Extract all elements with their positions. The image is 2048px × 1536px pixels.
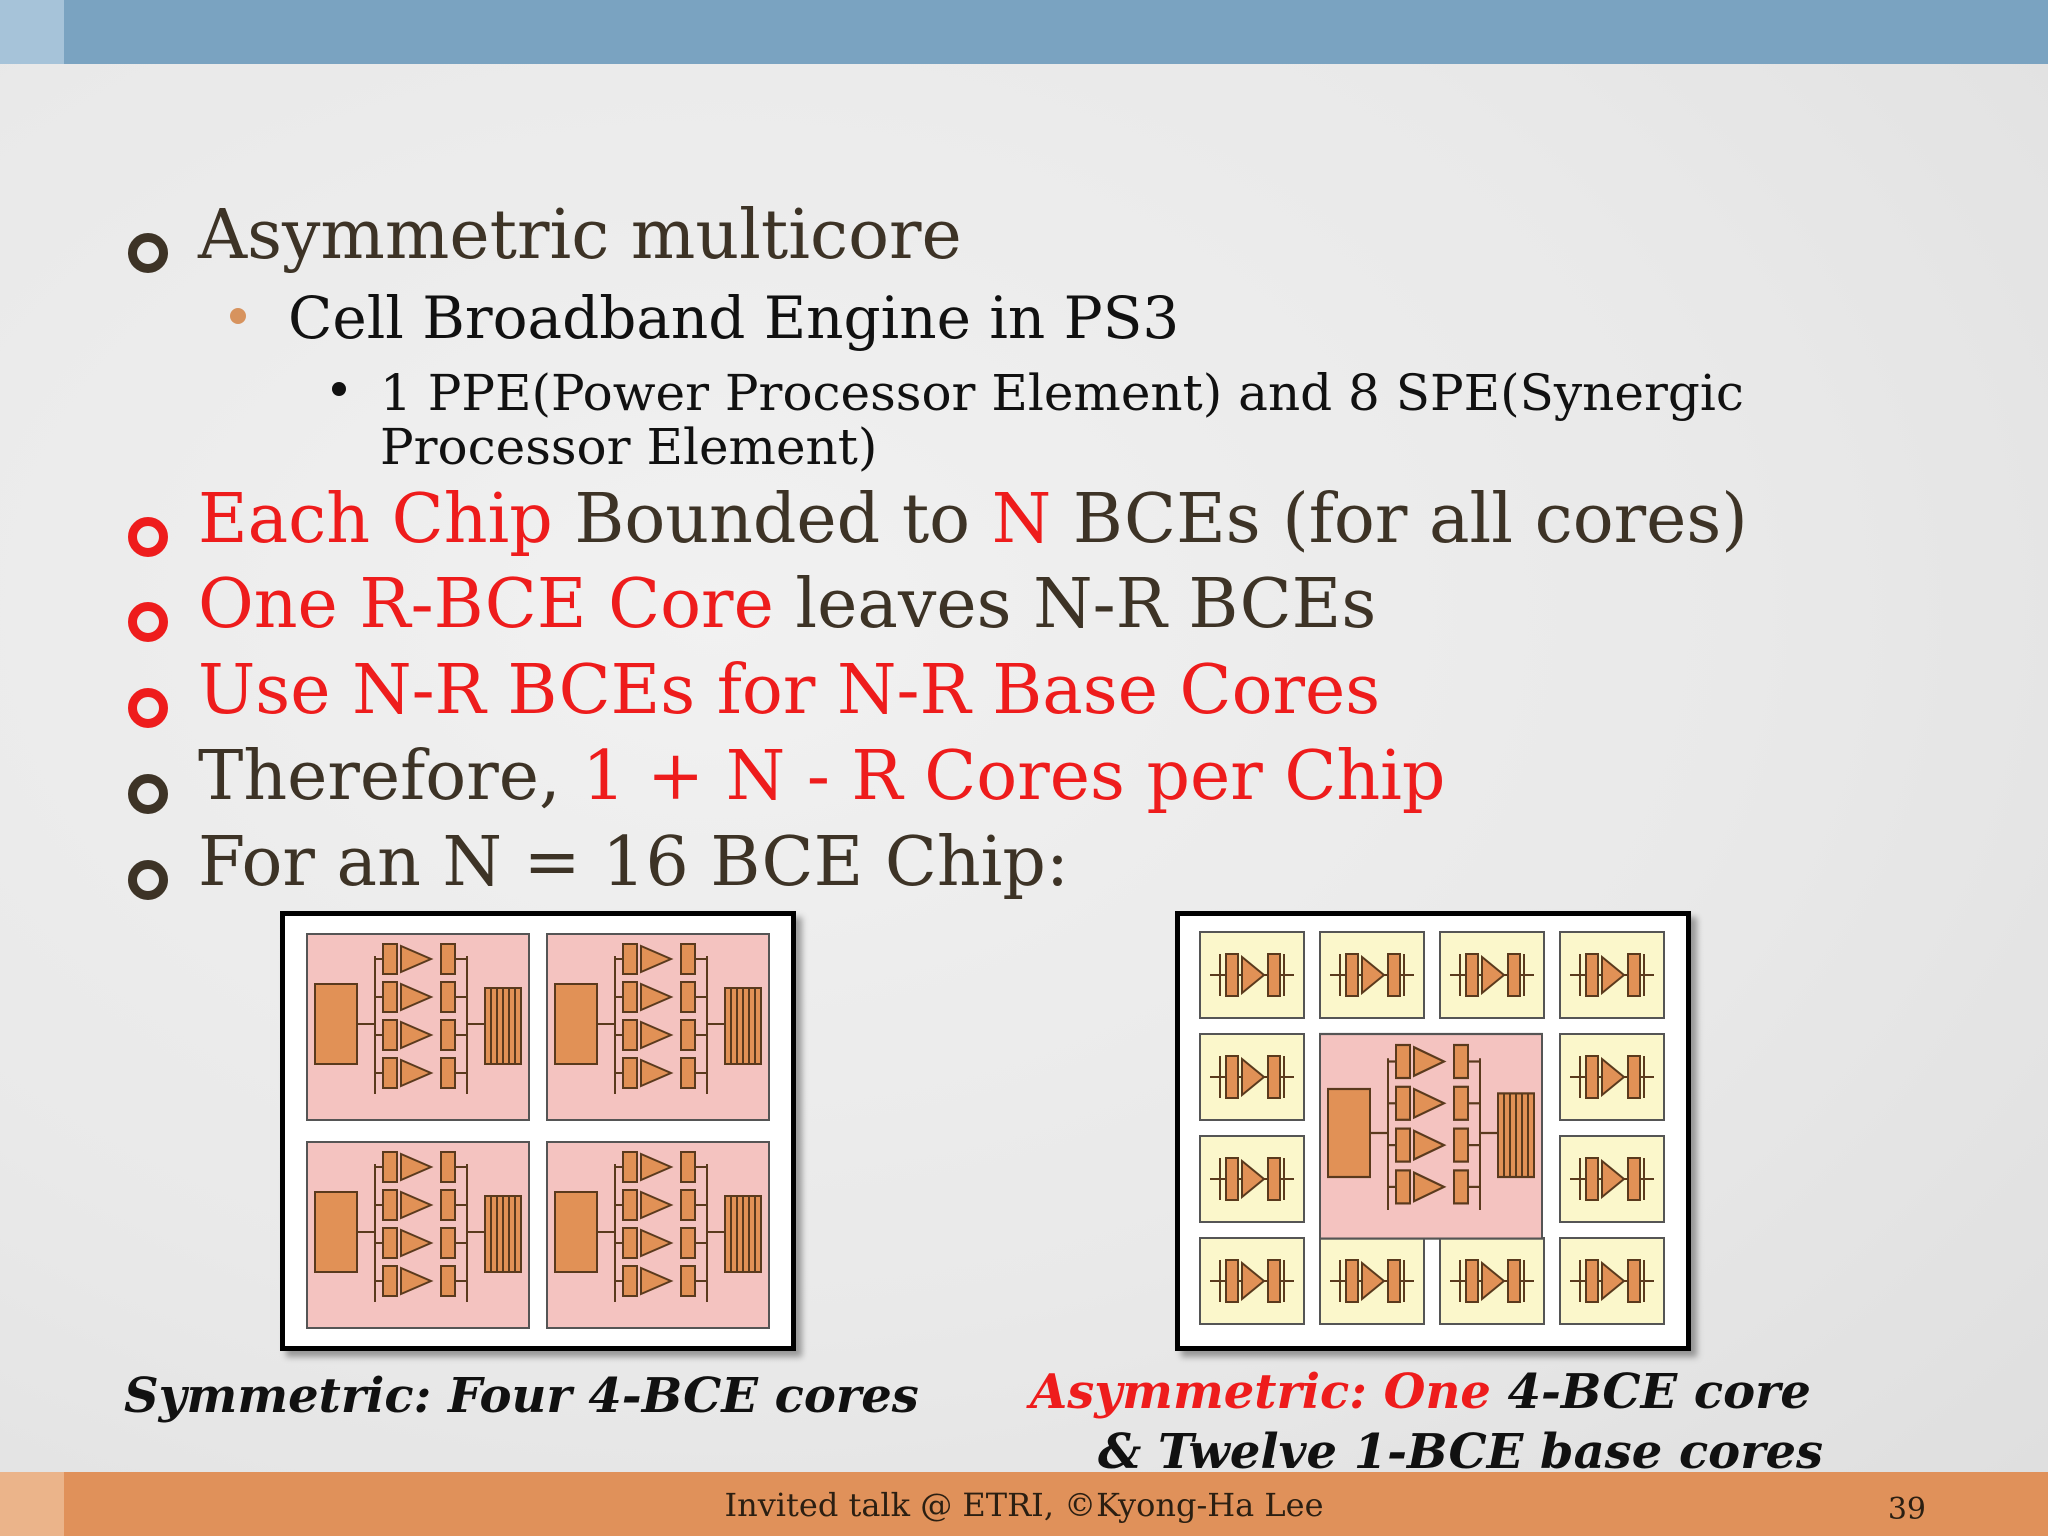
bullet-icon (128, 688, 168, 728)
emphasis: One R-BCE Core (198, 565, 774, 644)
caption-asymmetric-line1: Asymmetric: One 4-BCE core (1030, 1364, 1811, 1420)
emphasis: Asymmetric: One (1030, 1364, 1491, 1420)
bullet-icon (128, 517, 168, 557)
text-span: Bounded to (552, 480, 992, 559)
bullet-icon (128, 774, 168, 814)
caption-symmetric: Symmetric: Four 4-BCE cores (124, 1368, 919, 1424)
bullet-use-nr: Use N-R BCEs for N-R Base Cores (198, 651, 1381, 730)
base-core-1bce (1319, 1237, 1425, 1325)
base-core-1bce (1199, 1033, 1305, 1121)
bullet-one-rbce: One R-BCE Core leaves N-R BCEs (198, 565, 1376, 644)
emphasis: 1 + N - R Cores per Chip (582, 737, 1446, 816)
bullet-asymmetric-multicore: Asymmetric multicore (198, 196, 962, 275)
base-core-1bce (1439, 1237, 1545, 1325)
caption-asymmetric-line2: & Twelve 1-BCE base cores (1098, 1424, 1824, 1480)
base-core-1bce (1319, 931, 1425, 1019)
core-4bce (306, 933, 530, 1121)
subsub-bullet-line1: 1 PPE(Power Processor Element) and 8 SPE… (380, 364, 1744, 422)
symmetric-chip-svg (306, 933, 770, 1329)
footer-credit: Invited talk @ ETRI, ©Kyong-Ha Lee (724, 1486, 1324, 1524)
sub-bullet-icon (230, 308, 246, 324)
symmetric-chip-diagram (280, 911, 796, 1351)
core-4bce (306, 1141, 530, 1329)
subsub-bullet-icon (332, 382, 346, 396)
bullet-therefore: Therefore, 1 + N - R Cores per Chip (198, 737, 1445, 816)
footer-bar-accent (0, 1472, 64, 1536)
base-core-1bce (1559, 1237, 1665, 1325)
bullet-icon (128, 233, 168, 273)
base-core-1bce (1199, 1135, 1305, 1223)
bullet-icon (128, 602, 168, 642)
base-core-1bce (1199, 1237, 1305, 1325)
page-number: 39 (1887, 1492, 1926, 1527)
text-span: 4-BCE core (1490, 1364, 1811, 1420)
text-span: BCEs (for all cores) (1051, 480, 1748, 559)
core-4bce-center (1318, 1032, 1544, 1240)
asymmetric-chip-diagram (1175, 911, 1691, 1351)
emphasis: Each Chip (198, 480, 553, 559)
base-core-1bce (1559, 931, 1665, 1019)
top-banner (0, 0, 2048, 64)
emphasis: N (991, 480, 1052, 559)
asymmetric-chip-svg (1199, 931, 1665, 1325)
subsub-bullet-line2: Processor Element) (380, 418, 878, 476)
base-core-1bce (1559, 1033, 1665, 1121)
text-span: Therefore, (198, 737, 583, 816)
base-core-1bce (1199, 931, 1305, 1019)
core-4bce (546, 933, 770, 1121)
bullet-for-n16: For an N = 16 BCE Chip: (198, 823, 1069, 902)
core-4bce (546, 1141, 770, 1329)
bullet-each-chip: Each Chip Bounded to N BCEs (for all cor… (198, 480, 1748, 559)
base-core-1bce (1439, 931, 1545, 1019)
text-span: leaves N-R BCEs (773, 565, 1377, 644)
bullet-icon (128, 860, 168, 900)
top-banner-accent (0, 0, 64, 64)
footer-bar: Invited talk @ ETRI, ©Kyong-Ha Lee 39 (0, 1472, 2048, 1536)
sub-bullet-cell-be: Cell Broadband Engine in PS3 (288, 284, 1180, 352)
base-core-1bce (1559, 1135, 1665, 1223)
